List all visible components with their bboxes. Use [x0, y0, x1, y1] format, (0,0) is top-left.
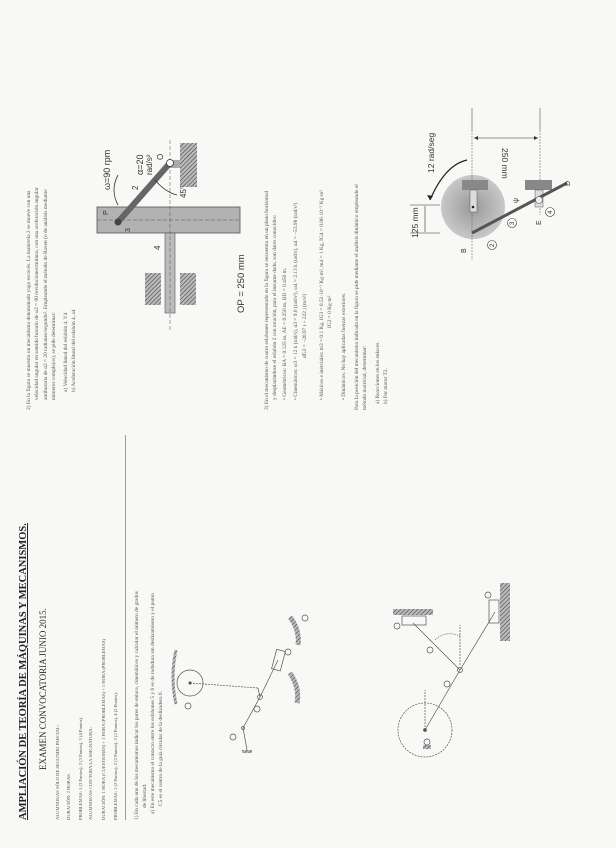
link3-label: 3 — [125, 228, 132, 232]
omega-label: 12 rad/seg — [426, 133, 436, 173]
dim-large-label: 250 mm — [500, 148, 510, 179]
link4-label: 4 — [548, 210, 554, 214]
point-e-label: E — [536, 220, 543, 225]
alpha-unit-label: rad/s² — [145, 154, 154, 175]
omega-label: ω=90 rpm — [102, 150, 112, 190]
problem3-diagram: 12 rad/seg 125 mm 250 mm B E D ψ 2 3 4 — [410, 108, 572, 260]
dim-small-label: 125 mm — [410, 207, 420, 238]
problem1-mechanism-a — [171, 614, 309, 753]
angle-label: 45° — [179, 186, 188, 198]
point-p-label: P — [103, 210, 110, 215]
point-d-label: D — [565, 181, 572, 186]
problem2-diagram: ω=90 rpm α=20 rad/s² O P 45° 2 3 4 OP = … — [96, 140, 247, 330]
point-o-label: O — [156, 154, 165, 160]
link3-label: 3 — [510, 221, 516, 225]
link2-label: 2 — [490, 243, 496, 247]
op-label: OP = 250 mm — [236, 254, 247, 313]
link2-label: 2 — [131, 185, 140, 190]
angle-psi-label: ψ — [513, 198, 520, 203]
alpha-label: α=20 — [135, 155, 145, 175]
problem1-mechanism-b — [393, 583, 510, 758]
point-b-label: B — [461, 248, 468, 253]
link4-label: 4 — [153, 245, 162, 250]
